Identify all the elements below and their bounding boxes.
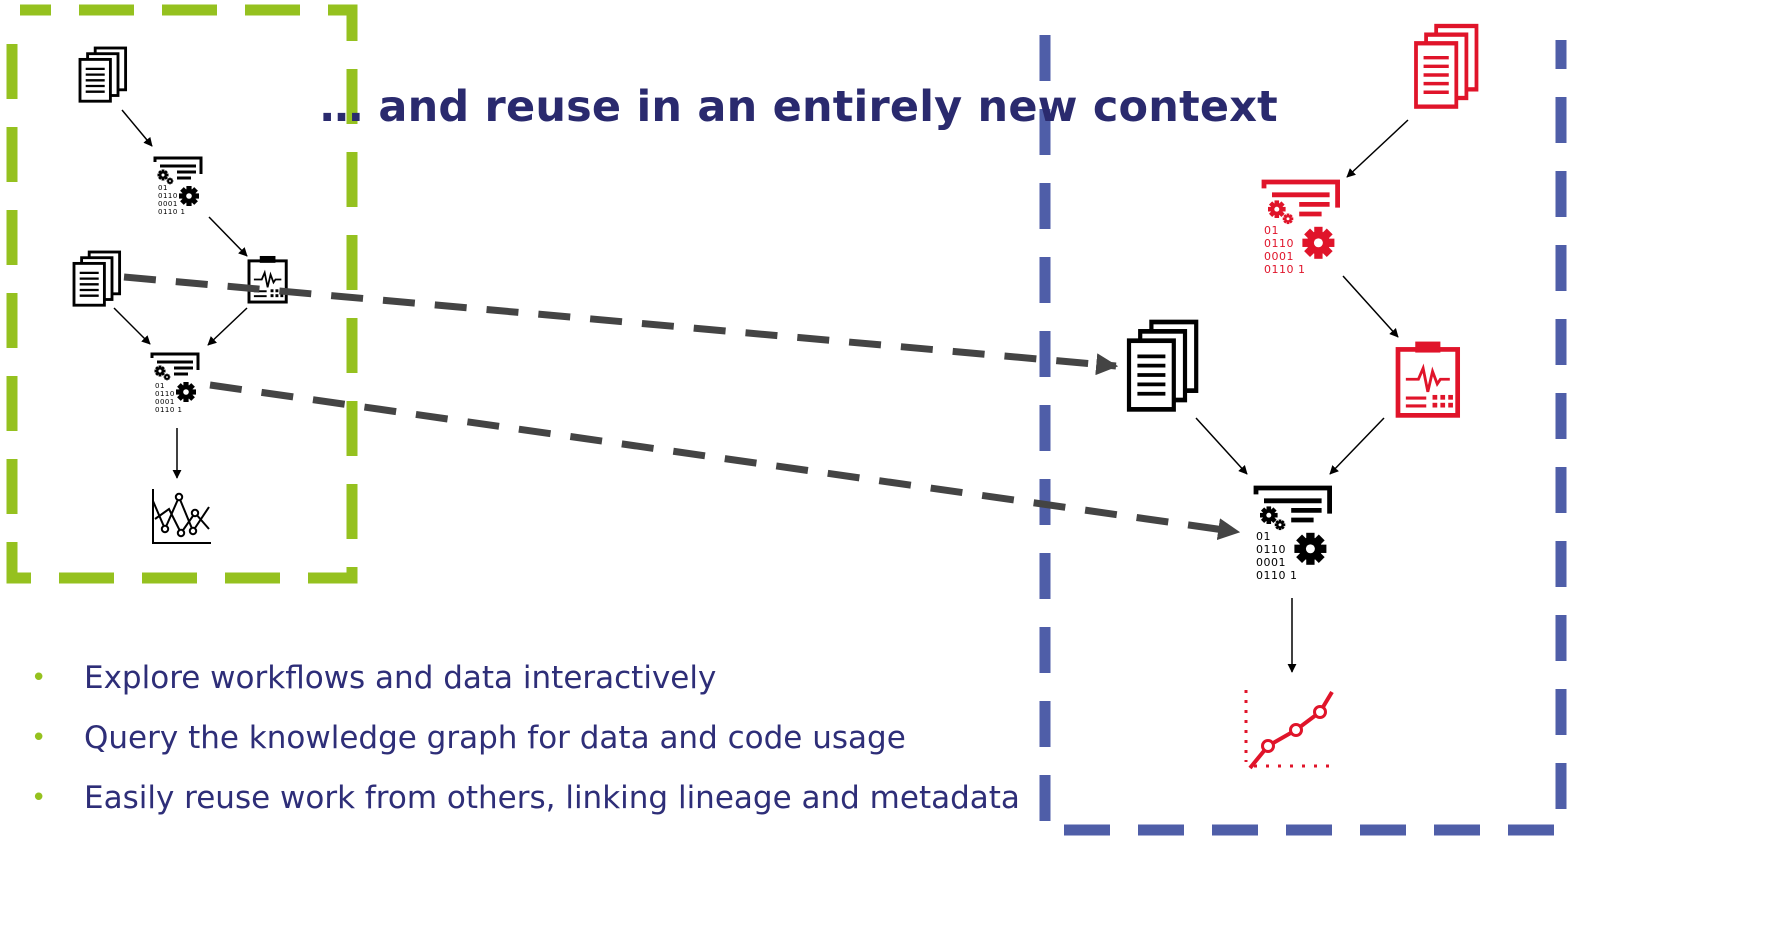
bullet-marker: •	[31, 723, 47, 753]
original-plot	[152, 488, 212, 544]
bullet-text: Query the knowledge graph for data and c…	[84, 720, 906, 756]
code-label: 0001	[155, 398, 175, 406]
original-workflow-frame	[6, 4, 358, 584]
original-dataset-2	[72, 250, 122, 307]
code-label: 0110 1	[155, 406, 183, 414]
code-label: 0110	[1264, 237, 1294, 250]
original-workflow-arrows	[113, 109, 248, 479]
reused-report[interactable]	[1398, 342, 1458, 416]
code-label: 0001	[158, 200, 178, 208]
slide-title: … and reuse in an entirely new context	[320, 82, 1278, 132]
code-label: 01	[1256, 530, 1271, 543]
bullet-item: • Explore workflows and data interactivel…	[26, 652, 1020, 712]
bullet-item: • Easily reuse work from others, linking …	[26, 772, 1020, 832]
bullet-list: • Explore workflows and data interactivel…	[26, 652, 1020, 832]
code-text-labels: 01 0110 0001 0110 1 01 0110 0001 0110 1 …	[155, 184, 1306, 582]
bullet-marker: •	[31, 663, 47, 693]
code-label: 0110	[1256, 543, 1286, 556]
code-label: 01	[158, 184, 168, 192]
code-label: 0001	[1256, 556, 1286, 569]
original-dataset-1	[78, 46, 128, 103]
reuse-link-arrows	[123, 273, 1241, 541]
new-result-plot[interactable]	[1244, 688, 1334, 770]
reused-dataset[interactable]	[1416, 26, 1476, 107]
code-label: 0110 1	[1256, 569, 1298, 582]
code-label: 01	[155, 382, 165, 390]
bullet-marker: •	[31, 783, 47, 813]
bullet-text: Explore workflows and data interactively	[84, 660, 717, 696]
new-dataset[interactable]	[1129, 322, 1196, 409]
new-context-arrows	[1195, 119, 1409, 673]
code-label: 0110 1	[158, 208, 186, 216]
new-context-frame	[1039, 35, 1567, 836]
code-label: 0110	[158, 192, 178, 200]
bullet-item: • Query the knowledge graph for data and …	[26, 712, 1020, 772]
bullet-text: Easily reuse work from others, linking l…	[84, 780, 1020, 816]
code-label: 0110 1	[1264, 263, 1306, 276]
code-label: 0001	[1264, 250, 1294, 263]
code-label: 0110	[155, 390, 175, 398]
original-report	[247, 254, 288, 304]
code-label: 01	[1264, 224, 1279, 237]
